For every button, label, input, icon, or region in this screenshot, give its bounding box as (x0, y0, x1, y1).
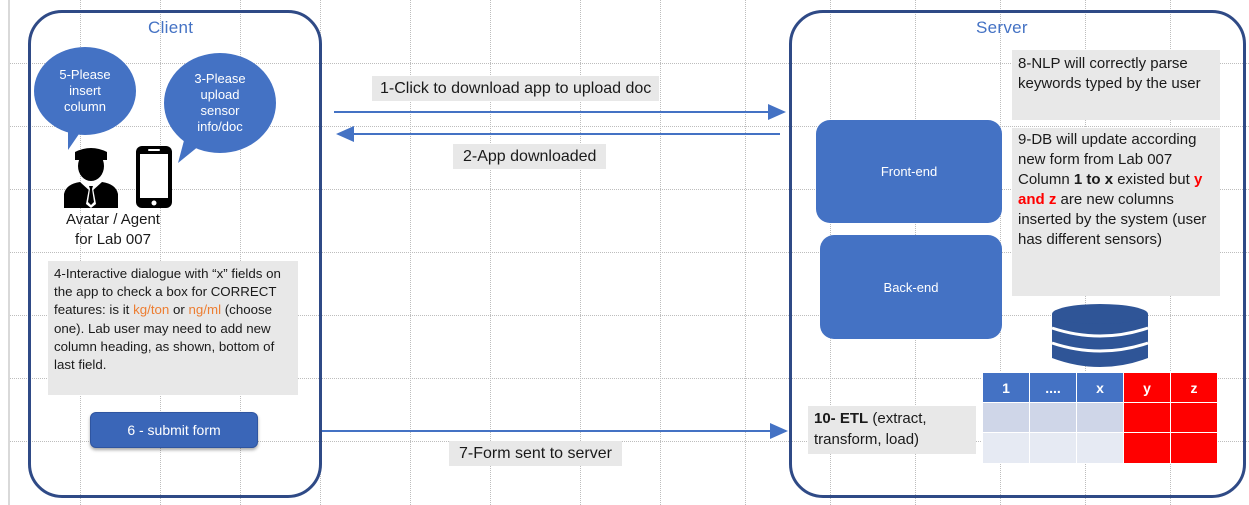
grid-line (410, 0, 411, 505)
frontend-label: Front-end (880, 164, 938, 179)
grid-line (80, 0, 81, 505)
grid-line (0, 441, 1249, 442)
table-row (982, 432, 1218, 464)
grid-line (0, 126, 1249, 127)
submit-form-label: 6 - submit form (127, 422, 221, 438)
table-cell (1076, 402, 1124, 433)
table-cell (1076, 432, 1124, 464)
dialogue-or: or (169, 302, 189, 318)
table-cell (1170, 432, 1218, 464)
server-title: Server (976, 18, 1028, 37)
column-header-1: 1 (982, 372, 1030, 403)
smartphone-icon (136, 146, 172, 208)
upload-doc-bubble-text: 3-Please upload sensor info/doc (194, 71, 246, 134)
dialogue-text-start: 4-Interactive dialogue with “x” fields o… (54, 266, 281, 318)
backend-label: Back-end (883, 279, 939, 295)
grid-line (745, 0, 746, 505)
submit-form-button[interactable]: 6 - submit form (90, 412, 258, 448)
upload-doc-bubble: 3-Please upload sensor info/doc (164, 53, 276, 153)
dialogue-text-end: (choose one). Lab user may need to add n… (54, 302, 275, 373)
db-update-note: 9-DB will update according new form from… (1012, 128, 1220, 296)
grid-line (0, 378, 1249, 379)
db-note-new-columns: y and z (1018, 171, 1203, 208)
table-cell (1029, 432, 1077, 464)
download-request-label: 1-Click to download app to upload doc (372, 76, 660, 101)
column-header-y: y (1123, 372, 1171, 403)
agent-avatar-icon (64, 148, 118, 208)
table-row (982, 402, 1218, 433)
db-note-mid: existed but (1113, 171, 1194, 188)
unit-kg-ton: kg/ton (133, 302, 170, 318)
columns-table: 1 .... x y z (982, 372, 1218, 464)
left-margin-bar (0, 0, 10, 505)
app-downloaded-label: 2-App downloaded (453, 144, 607, 169)
frontend-box: Front-end (816, 120, 1002, 223)
db-note-columns-existing: 1 to x (1073, 171, 1114, 188)
table-cell (1170, 402, 1218, 433)
grid-line (240, 0, 241, 505)
grid-line (0, 315, 1249, 316)
column-header-z: z (1170, 372, 1218, 403)
table-cell (1123, 432, 1171, 464)
insert-column-bubble-text: 5-Please insert column (59, 67, 111, 114)
grid-line (0, 63, 1249, 64)
table-cell (1029, 402, 1077, 433)
upload-bubble-tail (178, 133, 210, 163)
client-title: Client (148, 18, 194, 37)
etl-label-bold: 10- ETL (814, 410, 869, 427)
table-header-row: 1 .... x y z (982, 372, 1218, 403)
unit-ng-ml: ng/ml (188, 302, 222, 318)
column-header-ellipsis: .... (1029, 372, 1077, 403)
column-header-x: x (1076, 372, 1124, 403)
grid-line (0, 252, 1249, 253)
backend-box: Back-end (820, 235, 1002, 339)
grid-line (0, 189, 1249, 190)
interactive-dialogue-note: 4-Interactive dialogue with “x” fields o… (48, 261, 298, 395)
grid-line (660, 0, 661, 505)
client-panel (28, 10, 322, 498)
agent-caption-line1: Avatar / Agent (66, 211, 160, 228)
agent-caption-line2: for Lab 007 (75, 231, 151, 248)
grid-line (490, 0, 491, 505)
form-sent-label: 7-Form sent to server (449, 441, 622, 466)
table-cell (1123, 402, 1171, 433)
nlp-note: 8-NLP will correctly parse keywords type… (1012, 50, 1220, 120)
db-note-start: 9-DB will update according new form from… (1018, 131, 1197, 188)
etl-note: 10- ETL (extract, transform, load) (808, 406, 976, 454)
grid-line (580, 0, 581, 505)
grid-line (160, 0, 161, 505)
insert-bubble-tail (68, 118, 90, 150)
db-note-end: are new columns inserted by the system (… (1018, 191, 1207, 248)
etl-label-rest: (extract, transform, load) (814, 410, 927, 448)
table-cell (982, 402, 1030, 433)
table-cell (982, 432, 1030, 464)
server-panel (789, 10, 1246, 498)
agent-caption: Avatar / Agent for Lab 007 (48, 210, 178, 250)
database-icon (1051, 304, 1149, 367)
